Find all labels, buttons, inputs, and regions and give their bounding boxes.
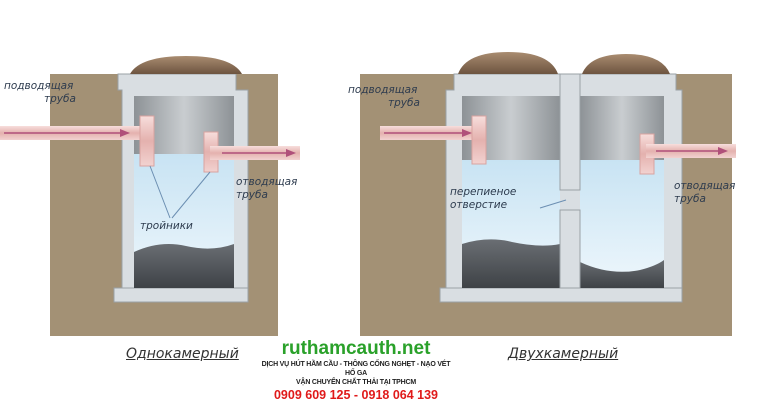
manhole-lid	[458, 52, 558, 74]
overflow-pointer	[539, 199, 567, 209]
watermark: ruthamcauth.net DỊCH VỤ HÚT HẦM CẦU - TH…	[258, 337, 454, 402]
outlet-label-line1: отводящая	[674, 180, 736, 192]
outlet-label-line1: отводящая	[236, 176, 298, 188]
watermark-phones: 0909 609 125 - 0918 064 139	[273, 388, 439, 402]
inlet-label-line1: подводящая	[4, 80, 74, 92]
inlet-pipe-label: подводящая труба	[348, 84, 420, 110]
tank-bottom	[113, 287, 249, 303]
overflow-opening-label: перепиеное отверстие	[450, 186, 516, 212]
tees-pointer	[149, 165, 211, 219]
inlet-tee	[471, 115, 487, 165]
outlet-label-line2: труба	[674, 193, 706, 205]
outlet-label-line2: труба	[236, 189, 268, 201]
inlet-pipe-label: подводящая труба	[4, 80, 76, 106]
outlet-pipe-label: отводящая труба	[236, 176, 297, 202]
partition-wall	[559, 209, 581, 289]
tank-bottom	[439, 287, 683, 303]
outlet-pipe-label: отводящая труба	[674, 180, 735, 206]
partition-wall	[559, 73, 581, 191]
overflow-label-line2: отверстие	[450, 199, 508, 211]
inlet-tee	[139, 115, 155, 167]
sludge	[462, 239, 560, 288]
watermark-services-line1: DỊCH VỤ HÚT HẦM CẦU - THÔNG CỐNG NGHẸT -…	[261, 361, 451, 377]
watermark-services-line2: VẬN CHUYỂN CHẤT THẢI TẠI TPHCM	[296, 379, 416, 386]
water	[580, 160, 664, 288]
inlet-label-line1: подводящая	[348, 84, 418, 96]
double-chamber-tank	[360, 52, 736, 336]
manhole-lid	[130, 56, 242, 74]
sludge	[580, 260, 664, 288]
manhole-lid	[582, 54, 670, 74]
tees-label: тройники	[140, 220, 193, 232]
single-chamber-tank	[0, 56, 300, 336]
single-chamber-caption: Однокамерный	[126, 346, 239, 362]
sludge	[134, 244, 234, 288]
double-chamber-caption: Двухкамерный	[508, 346, 619, 362]
watermark-site: ruthamcauth.net	[281, 338, 431, 359]
overflow-label-line1: перепиеное	[450, 186, 517, 198]
inlet-label-line2: труба	[388, 97, 420, 109]
inlet-label-line2: труба	[44, 93, 76, 105]
